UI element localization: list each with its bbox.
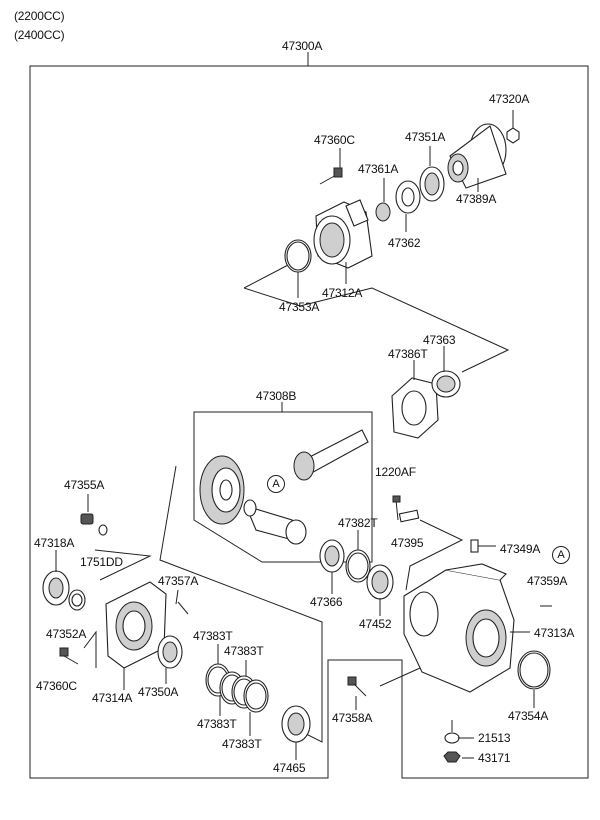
label-47358A: 47358A bbox=[332, 711, 373, 725]
nut-47320A bbox=[506, 127, 520, 144]
label-47313A: 47313A bbox=[534, 626, 575, 640]
label-1751DD: 1751DD bbox=[80, 555, 123, 569]
label-21513: 21513 bbox=[478, 731, 511, 745]
label-47362: 47362 bbox=[388, 236, 421, 250]
pin-bracket bbox=[405, 519, 464, 591]
pinion-shaft bbox=[293, 429, 369, 481]
bolt-47360C-bottom bbox=[59, 647, 79, 665]
label-1220AF: 1220AF bbox=[375, 465, 416, 479]
label-47349A: 47349A bbox=[500, 542, 541, 556]
ring-1751DD bbox=[98, 524, 108, 536]
label-47318A: 47318A bbox=[34, 536, 75, 550]
label-47360C-bottom: 47360C bbox=[36, 679, 77, 693]
label-47312A: 47312A bbox=[322, 286, 363, 300]
label-47354A: 47354A bbox=[508, 709, 549, 723]
label-47308B: 47308B bbox=[256, 389, 297, 403]
label-47386T: 47386T bbox=[388, 347, 428, 361]
label-47383T-1: 47383T bbox=[193, 629, 233, 643]
label-47361A: 47361A bbox=[358, 162, 399, 176]
gasket-21513 bbox=[444, 732, 460, 744]
label-43171: 43171 bbox=[478, 751, 511, 765]
label-47389A: 47389A bbox=[456, 192, 497, 206]
shim-set-47383T bbox=[205, 663, 269, 713]
label-47355A: 47355A bbox=[64, 478, 105, 492]
bolt-47360C-top bbox=[319, 167, 343, 185]
leader-47357A bbox=[175, 589, 179, 605]
upper-group-bracket bbox=[243, 263, 510, 373]
label-47452: 47452 bbox=[359, 617, 392, 631]
label-47350A: 47350A bbox=[138, 685, 179, 699]
label-47395: 47395 bbox=[391, 536, 424, 550]
seal-bracket bbox=[94, 549, 152, 581]
gasket-47386T bbox=[391, 377, 439, 439]
label-47314A: 47314A bbox=[92, 691, 133, 705]
assembly-frame bbox=[29, 65, 589, 779]
cover-bracket bbox=[83, 630, 97, 668]
variant-2400cc: (2400CC) bbox=[14, 28, 65, 42]
label-47320A: 47320A bbox=[489, 92, 530, 106]
gear-set-box bbox=[193, 411, 373, 563]
plug-47355A bbox=[80, 513, 94, 525]
pin-1220AF bbox=[395, 499, 399, 521]
bolt-47358A bbox=[347, 676, 367, 697]
breather-47349A bbox=[470, 539, 496, 553]
label-47363: 47363 bbox=[423, 333, 456, 347]
label-47465: 47465 bbox=[273, 761, 306, 775]
plug-43171 bbox=[443, 751, 461, 763]
label-47360C-top: 47360C bbox=[314, 133, 355, 147]
label-47353A: 47353A bbox=[279, 300, 320, 314]
companion-flange-47389A bbox=[447, 123, 507, 189]
pin-47357A bbox=[177, 601, 189, 615]
label-47352A: 47352A bbox=[46, 627, 87, 641]
reference-callout-case: A bbox=[552, 546, 570, 564]
label-47383T-4: 47383T bbox=[222, 737, 262, 751]
housing-47312A bbox=[313, 199, 373, 269]
label-47382T: 47382T bbox=[338, 516, 378, 530]
case-47313A bbox=[403, 563, 515, 693]
reference-callout-gear: A bbox=[267, 475, 285, 493]
assembly-label: 47300A bbox=[282, 39, 323, 53]
label-47383T-3: 47383T bbox=[197, 717, 237, 731]
label-47351A: 47351A bbox=[405, 130, 446, 144]
ring-gear bbox=[199, 455, 245, 525]
variant-2200cc: (2200CC) bbox=[14, 9, 65, 23]
differential-carrier bbox=[243, 499, 307, 545]
plate-47395 bbox=[398, 509, 420, 523]
label-47383T-2: 47383T bbox=[224, 644, 264, 658]
left-group-bracket bbox=[159, 465, 323, 743]
label-47357A: 47357A bbox=[158, 574, 199, 588]
spacer-47361A bbox=[375, 202, 391, 222]
label-47366: 47366 bbox=[310, 595, 343, 609]
cover-47314A bbox=[105, 581, 167, 669]
label-47359A: 47359A bbox=[527, 574, 568, 588]
